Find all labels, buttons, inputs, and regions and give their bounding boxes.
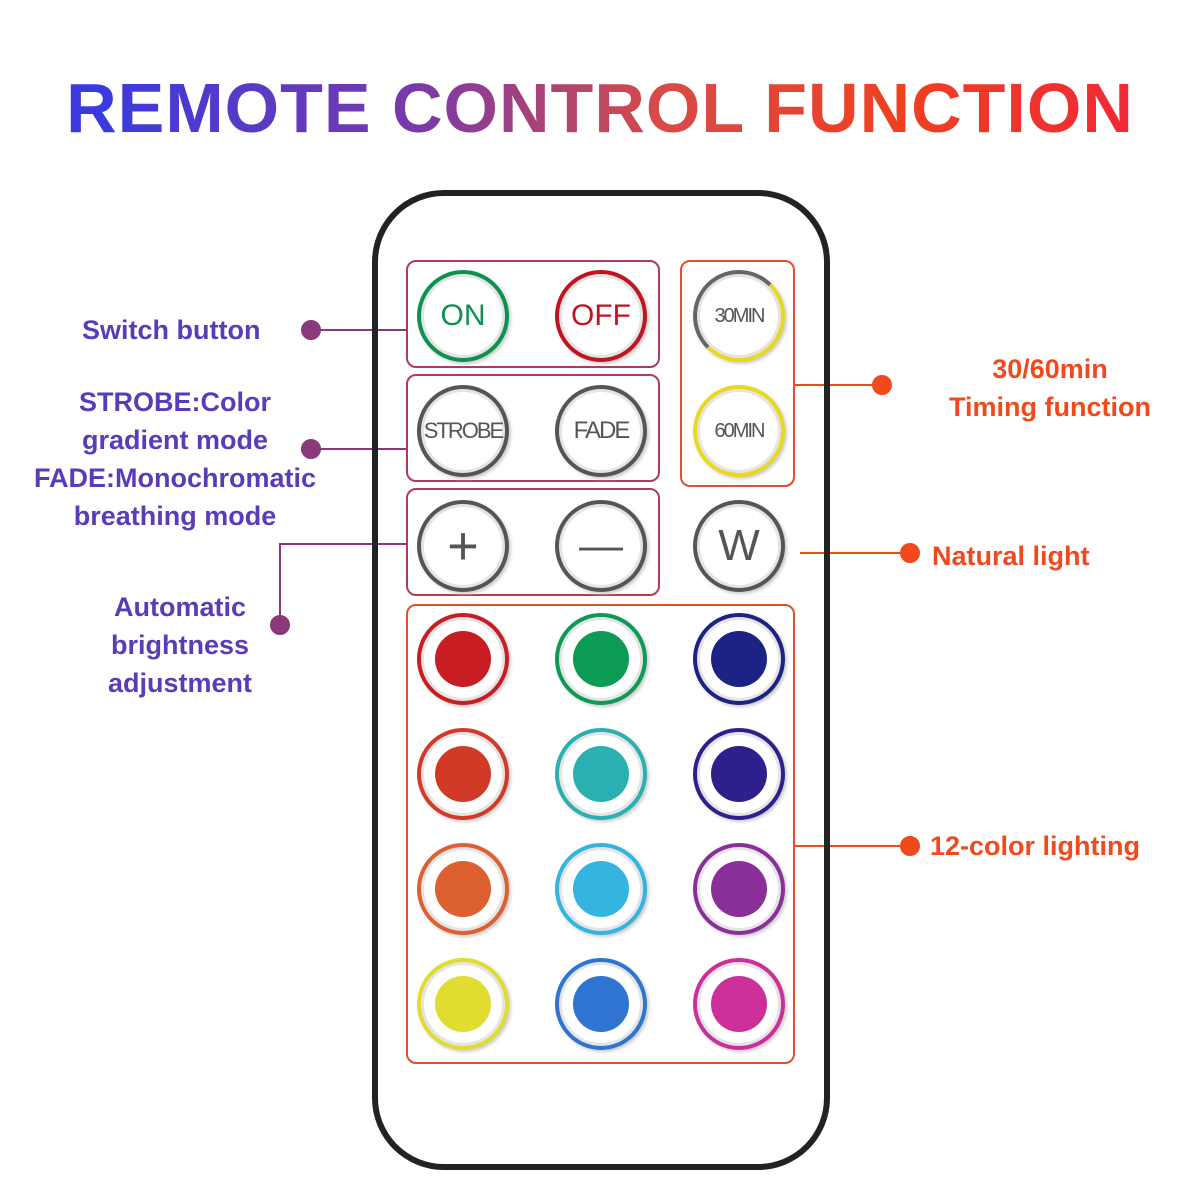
color-button[interactable] — [555, 958, 647, 1050]
brightness-label: Automatic brightness adjustment — [60, 588, 300, 702]
color-button[interactable] — [693, 958, 785, 1050]
fade-button[interactable]: FADE — [555, 385, 647, 477]
timing-label: 30/60min Timing function — [920, 350, 1180, 426]
strobe-button[interactable]: STROBE — [417, 385, 509, 477]
color-swatch — [435, 631, 491, 687]
label-line: adjustment — [107, 668, 253, 698]
color-swatch — [573, 746, 629, 802]
label-line: breathing mode — [73, 501, 277, 531]
strobe-fade-label: STROBE:Color gradient mode FADE:Monochro… — [0, 383, 350, 535]
strobe-dot — [301, 439, 321, 459]
color-swatch — [435, 861, 491, 917]
timer-group — [680, 260, 795, 487]
label-line: STROBE:Color — [79, 387, 271, 417]
timer-30min-button[interactable]: 30MIN — [693, 270, 785, 362]
color-swatch — [711, 746, 767, 802]
color-button[interactable] — [693, 728, 785, 820]
natural-dot — [900, 543, 920, 563]
color-swatch — [573, 861, 629, 917]
color-button[interactable] — [555, 613, 647, 705]
label-line: 30/60min — [992, 354, 1108, 384]
color-button[interactable] — [417, 958, 509, 1050]
label-line: Timing function — [949, 392, 1151, 422]
brightness-group — [406, 488, 660, 596]
color-swatch — [711, 861, 767, 917]
color-button[interactable] — [693, 613, 785, 705]
mode-group — [406, 374, 660, 482]
timing-dot — [872, 375, 892, 395]
white-light-button[interactable]: W — [693, 500, 785, 592]
remote-control — [372, 190, 830, 1170]
color-swatch — [711, 976, 767, 1032]
color-button[interactable] — [693, 843, 785, 935]
on-button[interactable]: ON — [417, 270, 509, 362]
color-button[interactable] — [555, 728, 647, 820]
switch-dot — [301, 320, 321, 340]
color-button[interactable] — [555, 843, 647, 935]
color-button[interactable] — [417, 728, 509, 820]
label-line: gradient mode — [81, 425, 269, 455]
timer-60min-button[interactable]: 60MIN — [693, 385, 785, 477]
brightness-up-button[interactable]: + — [417, 500, 509, 592]
brightness-connector — [279, 543, 406, 625]
color-group — [406, 604, 795, 1064]
color-swatch — [435, 976, 491, 1032]
switch-label: Switch button — [82, 315, 261, 345]
color-swatch — [435, 746, 491, 802]
label-line: brightness — [110, 630, 250, 660]
label-line: Automatic — [113, 592, 246, 622]
color-swatch — [573, 976, 629, 1032]
switch-group — [406, 260, 660, 368]
page-title: REMOTE CONTROL FUNCTION — [0, 68, 1200, 148]
natural-light-label: Natural light — [932, 541, 1090, 571]
color-button[interactable] — [417, 843, 509, 935]
off-button[interactable]: OFF — [555, 270, 647, 362]
color-dot — [900, 836, 920, 856]
color-button[interactable] — [417, 613, 509, 705]
color-lighting-label: 12-color lighting — [930, 831, 1141, 861]
brightness-dot — [270, 615, 290, 635]
color-swatch — [711, 631, 767, 687]
label-line: FADE:Monochromatic — [33, 463, 316, 493]
color-swatch — [573, 631, 629, 687]
brightness-down-button[interactable]: — — [555, 500, 647, 592]
